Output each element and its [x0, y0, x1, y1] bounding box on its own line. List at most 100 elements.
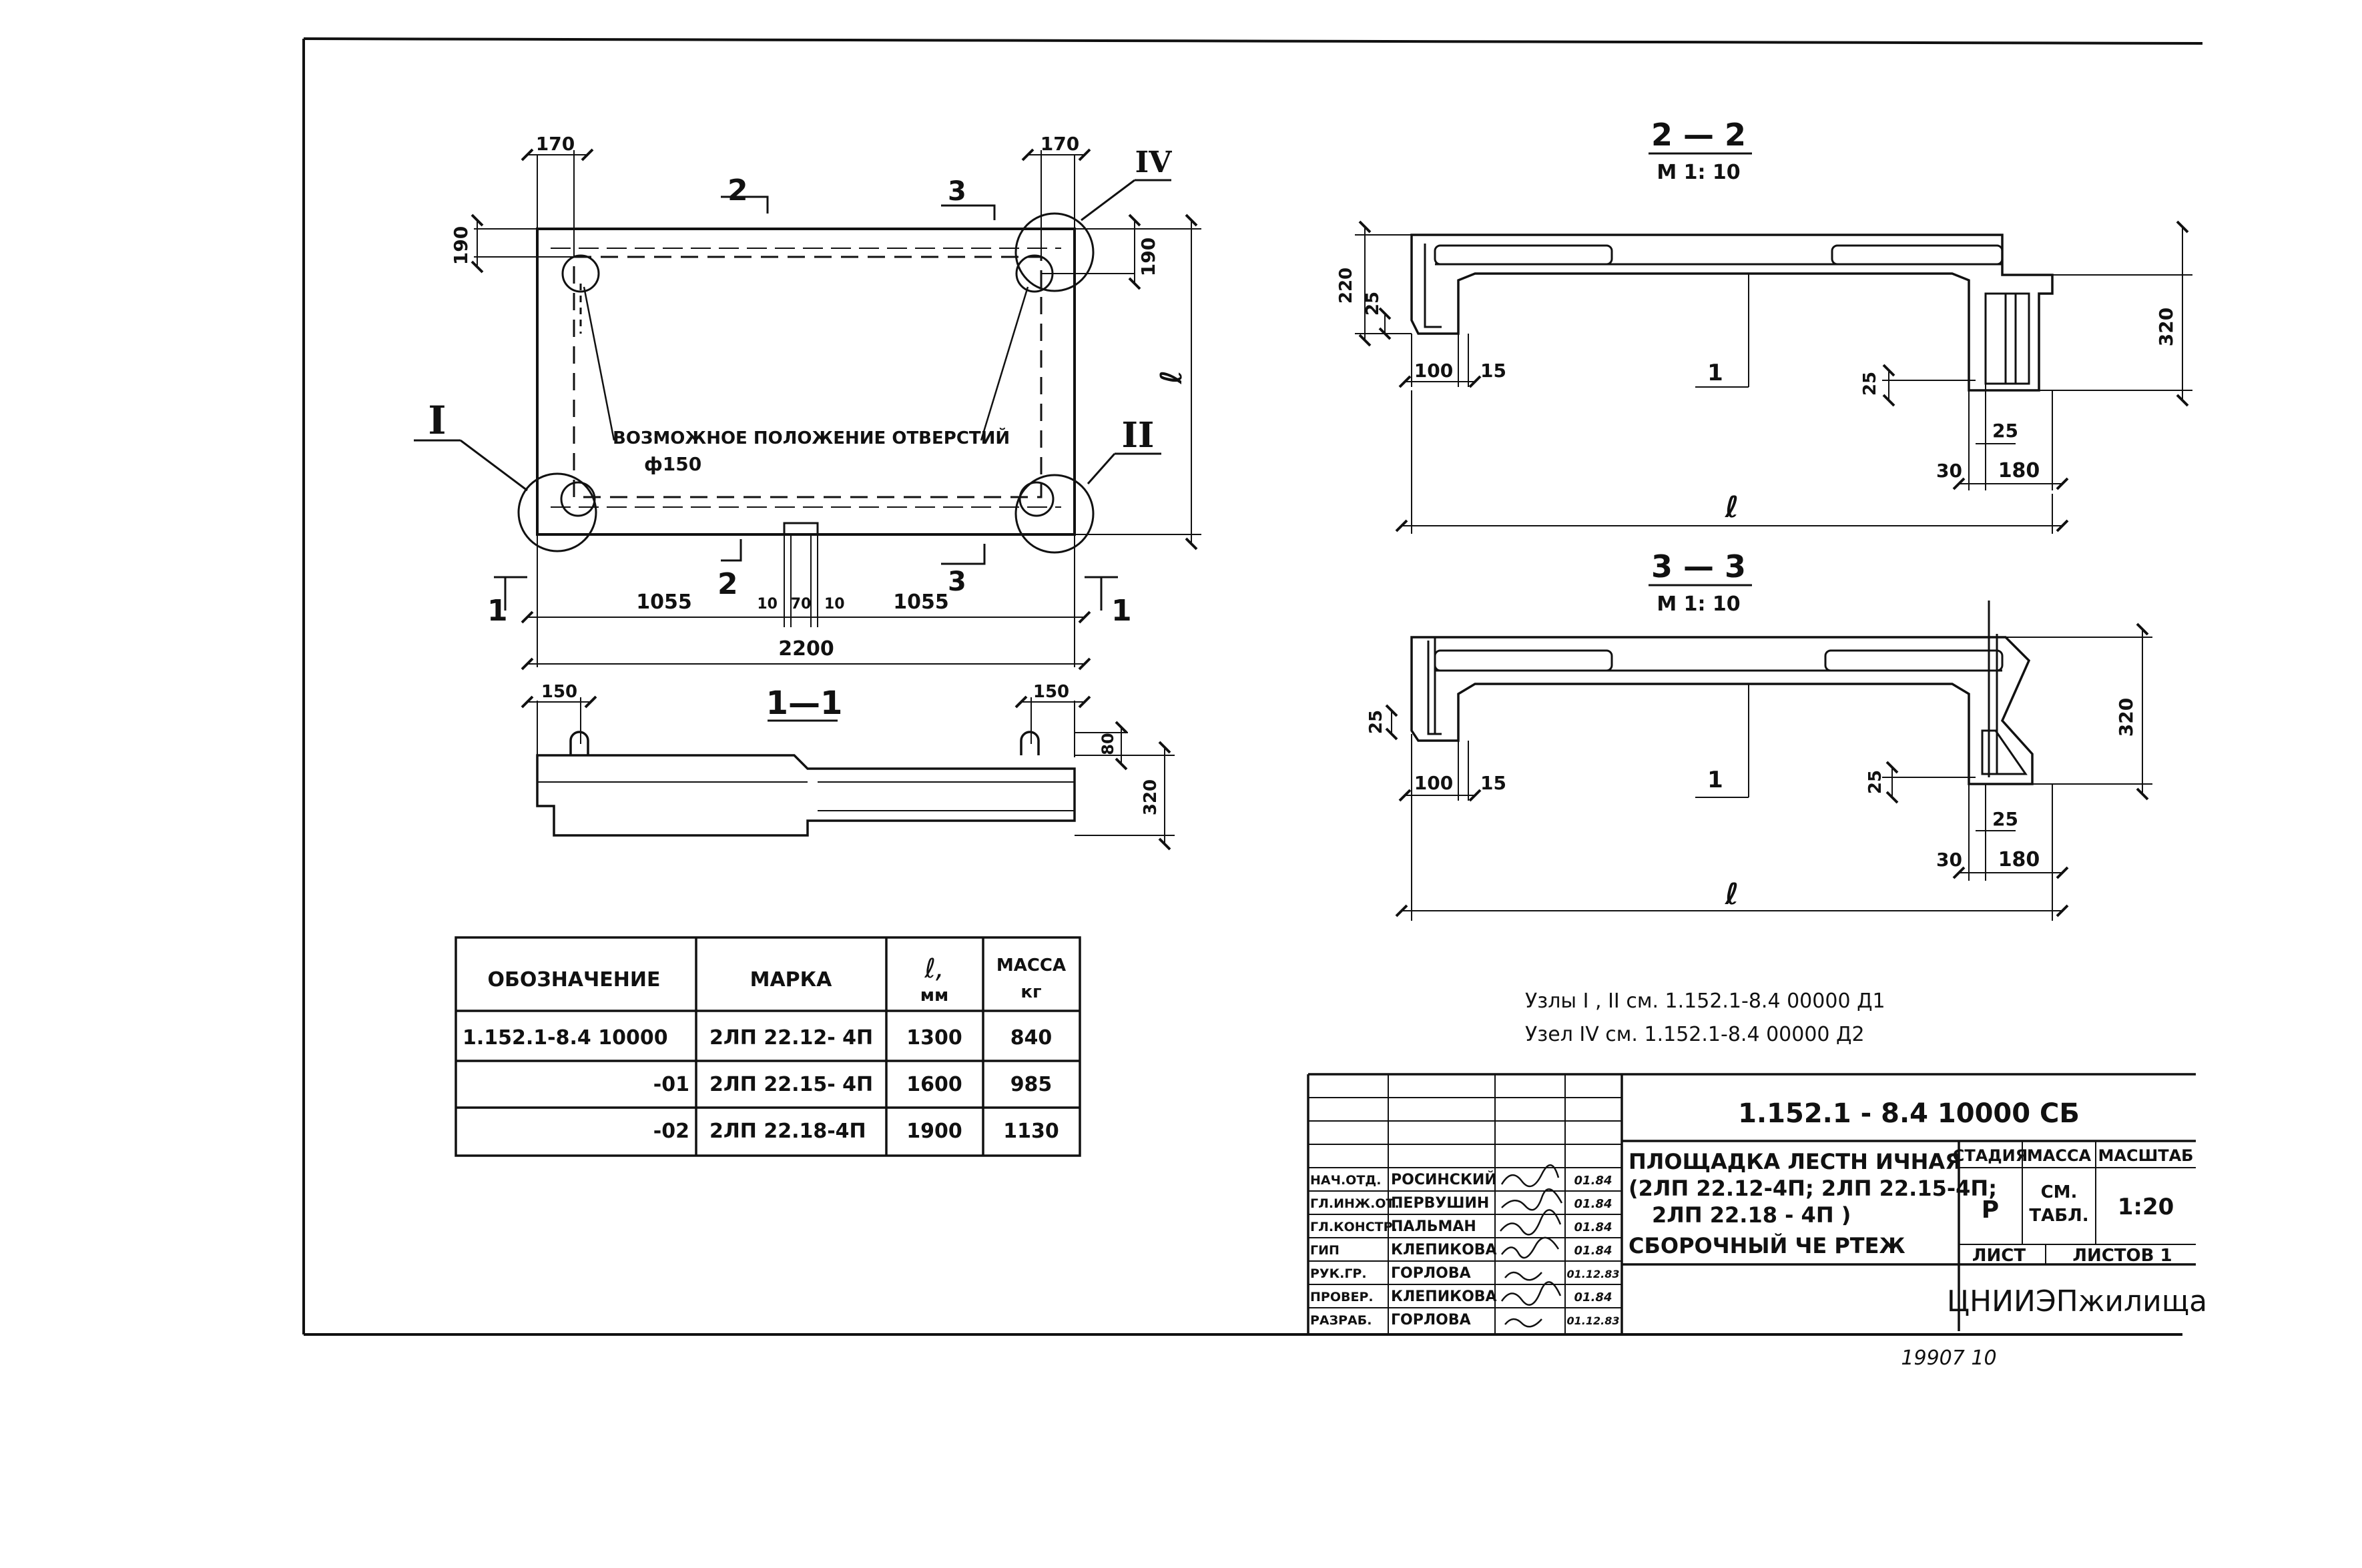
dim-total: 2200 — [778, 637, 834, 661]
s2-dim-180: 180 — [1998, 459, 2040, 482]
td-row1-designation: -01 — [653, 1073, 689, 1096]
s3-dim-30: 30 — [1936, 849, 1962, 871]
signer-date-1: 01.84 — [1574, 1197, 1612, 1211]
td-row0-length: 1300 — [906, 1026, 962, 1050]
s1-dim-height: 320 — [1141, 779, 1161, 815]
section-2-2: 2 — 2 М 1: 10 — [1336, 117, 2192, 534]
signer-name-4: ГОРЛОВА — [1391, 1265, 1471, 1282]
td-row2-designation: -02 — [653, 1120, 689, 1143]
dim-length-ell: ℓ — [1155, 370, 1189, 385]
section-mark-3-bottom: 3 — [948, 566, 966, 597]
th-length-symbol: ℓ, — [924, 953, 944, 984]
th-length-unit: мм — [920, 986, 949, 1006]
plan-view: 170 170 190 190 ℓ 1055 10 70 10 1055 220… — [414, 133, 1201, 671]
td-row1-length: 1600 — [906, 1073, 962, 1096]
s2-dim-30: 30 — [1936, 460, 1962, 482]
title-block: 1.152.1 - 8.4 10000 СБ ПЛОЩАДКА ЛЕСТН ИЧ… — [1307, 1073, 2207, 1370]
td-row2-mark: 2ЛП 22.18-4П — [709, 1120, 866, 1143]
s1-dim-top: 80 — [1099, 733, 1117, 755]
signer-role-2: ГЛ.КОНСТР. — [1310, 1220, 1398, 1234]
s2-dim-ell: ℓ — [1725, 490, 1739, 524]
td-row1-mark: 2ЛП 22.15- 4П — [709, 1073, 873, 1096]
s3-dim-25a: 25 — [1366, 710, 1386, 734]
hidden-edge — [573, 256, 1043, 498]
signer-name-0: РОСИНСКИЙ — [1391, 1171, 1497, 1188]
th-mark: МАРКА — [750, 968, 833, 992]
scale-value: 1:20 — [2118, 1194, 2174, 1220]
node-circle-4 — [1014, 212, 1095, 292]
signer-date-2: 01.84 — [1574, 1220, 1612, 1234]
stage-value: Р — [1982, 1196, 1999, 1224]
dim-gap-a: 10 — [757, 596, 778, 613]
note-line-2: Узел IV см. 1.152.1-8.4 00000 Д2 — [1525, 1023, 1865, 1046]
s3-dim-25c: 25 — [1992, 808, 2018, 830]
td-row2-length: 1900 — [906, 1120, 962, 1143]
signer-role-0: НАЧ.ОТД. — [1310, 1173, 1381, 1188]
note-line-1: Узлы I , II см. 1.152.1-8.4 00000 Д1 — [1525, 990, 1885, 1013]
signer-name-2: ПАЛЬМАН — [1391, 1218, 1476, 1235]
section-2-title: 2 — 2 — [1651, 117, 1746, 153]
hole-diameter: ф150 — [644, 453, 701, 475]
th-mass-unit: кг — [1020, 982, 1041, 1002]
signer-role-3: ГИП — [1310, 1243, 1340, 1258]
s2-dim-320: 320 — [2155, 308, 2177, 346]
s3-dim-ell: ℓ — [1725, 877, 1739, 911]
dim-left-side: 190 — [450, 226, 472, 265]
s2-dim-220: 220 — [1336, 268, 1356, 304]
plan-outline — [536, 228, 1076, 536]
td-row0-mark: 2ЛП 22.12- 4П — [709, 1026, 873, 1050]
signer-name-5: КЛЕПИКОВА — [1391, 1288, 1497, 1305]
mass-value-1: СМ. — [2041, 1182, 2078, 1202]
doc-name-3: 2ЛП 22.18 - 4П ) — [1652, 1202, 1851, 1228]
s2-dim-25b: 25 — [1860, 372, 1880, 396]
section-2-scale: М 1: 10 — [1657, 161, 1740, 184]
section-1-title: 1—1 — [766, 685, 843, 722]
node-mark-1: I — [428, 398, 446, 443]
dim-bottom-right: 1055 — [893, 591, 949, 614]
dim-top-right: 170 — [1041, 133, 1079, 155]
sheets-label: ЛИСТОВ 1 — [2072, 1246, 2172, 1266]
s3-dim-180: 180 — [1998, 848, 2040, 871]
s3-dim-320: 320 — [2115, 698, 2137, 737]
notes: Узлы I , II см. 1.152.1-8.4 00000 Д1 Узе… — [1525, 990, 1885, 1046]
s3-pos-1: 1 — [1707, 767, 1723, 793]
s1-dim-right: 150 — [1033, 682, 1069, 702]
stage-header: СТАДИЯ — [1953, 1146, 2028, 1165]
s1-dim-left: 150 — [541, 682, 577, 702]
td-row1-mass: 985 — [1010, 1073, 1053, 1096]
td-row0-mass: 840 — [1010, 1026, 1053, 1050]
s2-dim-25c: 25 — [1992, 420, 2018, 442]
th-mass: МАССА — [996, 955, 1066, 975]
archive-stamp: 19907 10 — [1901, 1346, 1996, 1370]
dim-gap-b: 70 — [791, 596, 812, 613]
section-mark-1-right: 1 — [1111, 594, 1132, 628]
signer-role-4: РУК.ГР. — [1310, 1266, 1367, 1281]
section-3-3: 3 — 3 М 1: 10 — [1366, 548, 2152, 921]
dim-bottom-left: 1055 — [636, 591, 692, 614]
section-mark-3-top: 3 — [948, 176, 966, 207]
s2-pos-1: 1 — [1707, 360, 1723, 386]
node-mark-2: II — [1122, 415, 1155, 456]
signer-date-4: 01.12.83 — [1567, 1268, 1620, 1280]
td-row0-designation: 1.152.1-8.4 10000 — [463, 1026, 668, 1050]
signer-date-6: 01.12.83 — [1567, 1314, 1620, 1327]
signer-name-6: ГОРЛОВА — [1391, 1312, 1471, 1328]
sheet-label: ЛИСТ — [1972, 1246, 2026, 1266]
spec-table: ОБОЗНАЧЕНИЕ МАРКА ℓ, мм МАССА кг 1.152.1… — [455, 936, 1081, 1157]
s2-dim-25a: 25 — [1363, 292, 1383, 316]
signer-role-5: ПРОВЕР. — [1310, 1290, 1374, 1304]
s2-dim-15: 15 — [1480, 360, 1506, 382]
doc-name-4: СБОРОЧНЫЙ ЧЕ РТЕЖ — [1629, 1233, 1905, 1258]
dim-gap-c: 10 — [824, 596, 845, 613]
signer-name-3: КЛЕПИКОВА — [1391, 1242, 1497, 1258]
signer-date-0: 01.84 — [1574, 1174, 1612, 1188]
node-mark-4: IV — [1135, 145, 1173, 179]
section-mark-2-top: 2 — [727, 173, 748, 208]
signer-role-1: ГЛ.ИНЖ.ОТ. — [1310, 1196, 1400, 1211]
doc-name-1: ПЛОЩАДКА ЛЕСТН ИЧНАЯ — [1629, 1149, 1962, 1174]
mass-value-2: ТАБЛ. — [2029, 1206, 2088, 1226]
mass-header: МАССА — [2027, 1146, 2092, 1165]
doc-code: 1.152.1 - 8.4 10000 СБ — [1738, 1098, 2080, 1129]
section-mark-2-bottom: 2 — [717, 567, 738, 601]
